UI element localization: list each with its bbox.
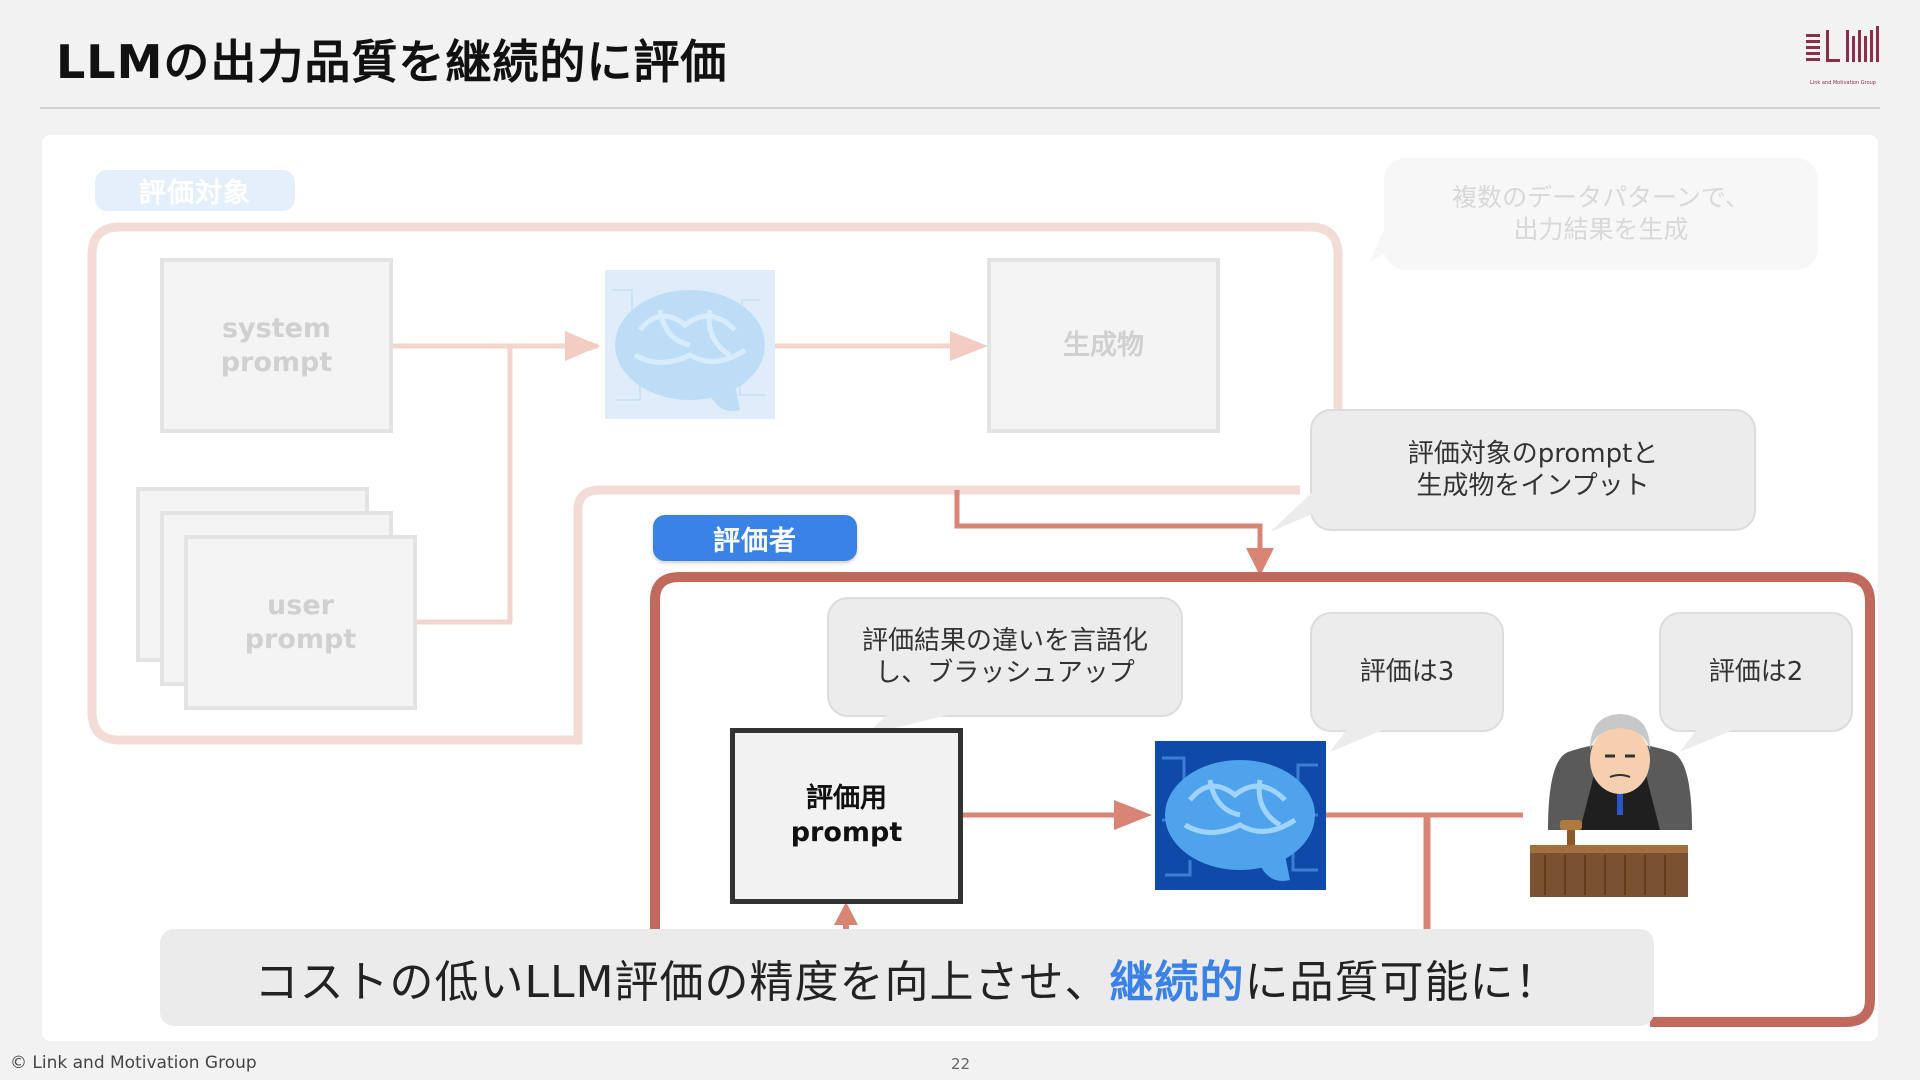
target-frame-left (87, 222, 1300, 745)
page-number: 22 (951, 1055, 971, 1073)
output-arrowhead (950, 331, 988, 361)
llm-score-bubble (1310, 612, 1504, 752)
input-note-bubble (1270, 409, 1756, 532)
eval-prompt-box: 評価用 prompt (730, 728, 963, 904)
summary-banner: コストの低いLLM評価の精度を向上させ、継続的に品質可能に！ (160, 929, 1654, 1026)
evalprompt-arrowhead (1114, 800, 1152, 830)
banner-text-before: コストの低いLLM評価の精度を向上させ、 (254, 956, 1110, 1008)
brain-icon (1155, 741, 1326, 890)
input-arrowhead (1246, 548, 1274, 576)
page-title: LLMの出力品質を継続的に評価 (56, 35, 728, 89)
input-note-text: 評価対象のpromptと 生成物をインプット (1407, 439, 1659, 501)
feedback-arrowhead (834, 902, 858, 925)
copyright: © Link and Motivation Group (10, 1053, 257, 1073)
refine-note-bubble (827, 597, 1183, 735)
judge-illustration (1530, 714, 1692, 897)
target-section-tag: 評価対象 (95, 170, 295, 211)
banner-highlight: 継続的 (1109, 956, 1245, 1008)
target-frame (120, 222, 1343, 415)
target-note-bubble (1370, 158, 1818, 270)
human-score-text: 評価は2 (1708, 657, 1804, 687)
human-score-bubble (1659, 612, 1853, 752)
user-prompt-box: user prompt (184, 535, 417, 710)
system-prompt-box: system prompt (160, 258, 393, 433)
llm-score-text: 評価は3 (1359, 657, 1455, 687)
output-box: 生成物 (987, 258, 1220, 433)
evaluator-section-tag: 評価者 (653, 515, 857, 561)
banner-text-after: に品質可能に！ (1244, 956, 1560, 1008)
logo-caption: Link and Motivation Group (1810, 80, 1876, 86)
title-divider (40, 107, 1880, 109)
input-arrow (954, 490, 1263, 555)
company-logo (1806, 26, 1879, 62)
system-arrowhead (565, 331, 600, 361)
target-note-text: 複数のデータパターンで、 出力結果を生成 (1452, 183, 1750, 244)
evaluator-frame (650, 572, 1875, 1027)
brain-icon (605, 270, 775, 419)
refine-note-text: 評価結果の違いを言語化 し、ブラッシュアップ (861, 626, 1148, 688)
